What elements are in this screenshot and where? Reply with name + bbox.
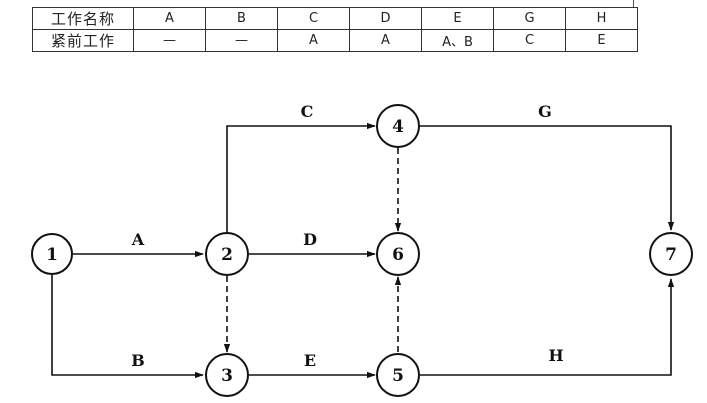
- node-number: 6: [392, 245, 404, 265]
- node-number: 1: [46, 245, 58, 265]
- event-node-6: 6: [376, 232, 420, 276]
- node-number: 4: [392, 117, 404, 137]
- table-row-predecessors: 紧前工作 — — A A A、B C E: [32, 29, 638, 52]
- activity-arrow-g: [420, 125, 675, 231]
- node-number: 5: [392, 366, 404, 386]
- activity-label-b: B: [131, 351, 145, 370]
- node-circle: [205, 232, 249, 276]
- activity-label-g: G: [538, 102, 552, 121]
- event-node-4: 4: [376, 104, 420, 148]
- activity-label-e: E: [304, 351, 316, 370]
- cell-pred-h: E: [565, 29, 638, 52]
- node-circle: [376, 232, 420, 276]
- activity-label-d: D: [303, 230, 317, 249]
- node-circle: [376, 104, 420, 148]
- activity-label-c: C: [301, 102, 314, 121]
- cell-pred-b: —: [205, 29, 278, 52]
- activity-arrow-c: [226, 122, 376, 233]
- dummy-arrows: [223, 148, 402, 353]
- table-corner-mark: [633, 0, 634, 7]
- node-circle: [649, 232, 693, 276]
- event-node-2: 2: [205, 232, 249, 276]
- activity-label-a: A: [131, 230, 145, 249]
- event-nodes: 1 2 3 4 5 6 7: [31, 104, 693, 397]
- activity-arrow-b: [51, 275, 204, 379]
- node-circle: [205, 353, 249, 397]
- event-node-5: 5: [376, 353, 420, 397]
- node-circle: [376, 353, 420, 397]
- event-node-7: 7: [649, 232, 693, 276]
- predecessor-table: 工作名称 A B C D E G H 紧前工作 — — A A A、B C E: [32, 7, 638, 52]
- node-circle: [31, 233, 73, 275]
- event-node-3: 3: [205, 353, 249, 397]
- node-number: 2: [221, 245, 233, 265]
- activity-labels: A B C D E G H: [131, 102, 564, 370]
- activity-arrows: [51, 122, 675, 379]
- event-node-1: 1: [31, 233, 73, 275]
- node-number: 7: [665, 245, 677, 265]
- activity-arrow-h: [420, 278, 675, 376]
- cell-pred-d: A: [349, 29, 422, 52]
- activity-label-h: H: [548, 346, 563, 365]
- node-number: 3: [221, 366, 233, 386]
